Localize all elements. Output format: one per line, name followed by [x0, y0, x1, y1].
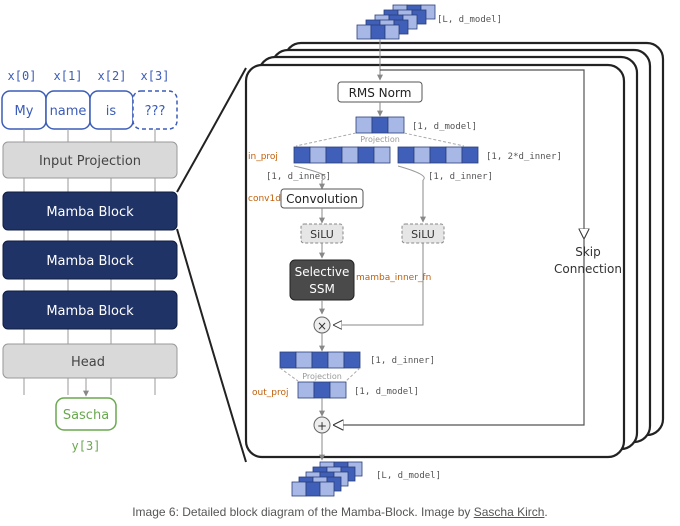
- right-branch-shape: [1, d_inner]: [428, 172, 493, 182]
- silu-right-label: SiLU: [411, 228, 435, 241]
- mamba-block-label: Mamba Block: [46, 304, 134, 319]
- token-word: is: [106, 104, 117, 119]
- right-branch-merge: [334, 243, 424, 325]
- out-projection-fan: [279, 367, 361, 382]
- token-word: ???: [145, 104, 166, 119]
- mamba-block-2: [2, 240, 178, 280]
- left-model-stack: x[0] x[1] x[2] x[3] My name is ??? Input…: [1, 69, 178, 453]
- split-right-bracket: [397, 165, 425, 181]
- caption-author-link[interactable]: Sascha Kirch: [473, 505, 545, 519]
- left-branch-shape: [1, d_inner]: [266, 172, 331, 182]
- top-shape-label: [L, d_model]: [437, 15, 502, 25]
- output-word: Sascha: [63, 408, 109, 423]
- in-proj-shape-label: [1, 2*d_inner]: [486, 152, 562, 162]
- mamba-block-label: Mamba Block: [46, 254, 134, 269]
- silu-left-label: SiLU: [310, 228, 334, 241]
- convolution-label: Convolution: [286, 192, 358, 206]
- in-proj-vector: [293, 146, 479, 164]
- norm-shape-label: [1, d_model]: [412, 122, 477, 132]
- head-box: [2, 343, 178, 379]
- zoom-connector: [176, 67, 247, 193]
- in-projection-label: Projection: [360, 135, 400, 144]
- mamba-block-1: [2, 191, 178, 231]
- mamba-inner-fn-label: mamba_inner_fn: [356, 273, 431, 283]
- skip-connection-path: [380, 69, 584, 238]
- mamba-block-label: Mamba Block: [46, 205, 134, 220]
- mamba-block-3: [2, 290, 178, 330]
- inner-shape-label: [1, d_inner]: [370, 356, 435, 366]
- caption-suffix: .: [544, 505, 548, 519]
- token-index: x[1]: [54, 69, 83, 83]
- token-word: My: [15, 104, 34, 119]
- skip-connection-label: Skip: [575, 245, 601, 259]
- zoom-connector: [176, 228, 247, 463]
- out-shape-label: [1, d_model]: [354, 387, 419, 397]
- out-proj-op-label: out_proj: [252, 388, 288, 398]
- selective-ssm-label: SSM: [309, 282, 335, 296]
- conv1d-op-label: conv1d: [248, 194, 281, 204]
- split-left-bracket: [293, 165, 326, 181]
- input-projection-label: Input Projection: [39, 154, 141, 169]
- out-proj-vector: [297, 381, 347, 399]
- skip-connection-label: Connection: [554, 262, 622, 276]
- norm-vector: [355, 116, 405, 134]
- mamba-block-diagram: x[0] x[1] x[2] x[3] My name is ??? Input…: [1, 4, 665, 497]
- caption-text: Image 6: Detailed block diagram of the M…: [132, 505, 474, 519]
- output-box: [55, 397, 117, 431]
- input-projection-box: [2, 141, 178, 179]
- token-index: x[0]: [8, 69, 37, 83]
- output-index: y[3]: [72, 439, 101, 453]
- in-proj-op-label: in_proj: [248, 152, 278, 162]
- token-index: x[3]: [141, 69, 170, 83]
- bottom-shape-label: [L, d_model]: [376, 471, 441, 481]
- rms-norm-label: RMS Norm: [349, 86, 412, 100]
- selective-ssm-label: Selective: [295, 265, 350, 279]
- in-projection-fan: [295, 132, 465, 147]
- figure-caption: Image 6: Detailed block diagram of the M…: [0, 505, 680, 519]
- skip-connection-return: [334, 238, 585, 425]
- token-index: x[2]: [98, 69, 127, 83]
- input-tensor-stack: [356, 4, 436, 40]
- output-tensor-stack: [291, 461, 363, 497]
- head-label: Head: [71, 355, 105, 370]
- out-projection-label: Projection: [302, 372, 342, 381]
- add-symbol: +: [317, 419, 327, 433]
- token-word: name: [50, 104, 87, 119]
- token-box-unknown: [132, 90, 178, 130]
- inner-vector: [279, 351, 361, 369]
- multiply-symbol: ×: [317, 319, 327, 333]
